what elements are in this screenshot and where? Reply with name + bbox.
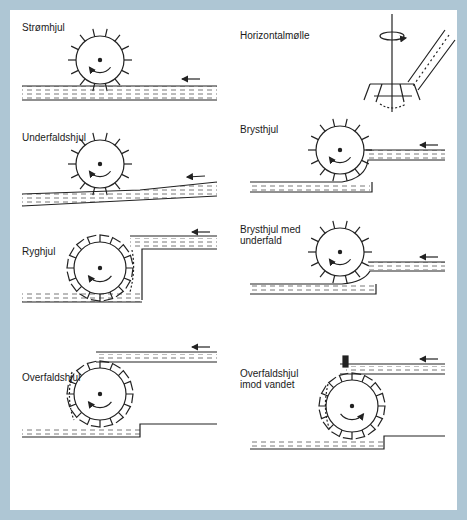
wheel-type-label: Overfaldshjul — [22, 372, 102, 383]
water-wheel — [308, 221, 372, 283]
wheel-type-label: Brysthjul med underfald — [240, 224, 302, 246]
wheel-type-label: Brysthjul — [240, 124, 310, 135]
wheel-type-label: Strømhjul — [22, 22, 102, 33]
water-wheel — [67, 361, 133, 427]
water-wheel — [67, 235, 133, 301]
water-wheel — [319, 373, 385, 439]
water-wheel — [308, 119, 372, 181]
water-wheel — [68, 29, 132, 91]
wheel-type-label: Ryghjul — [22, 246, 82, 257]
wheel-type-label: Overfaldshjul imod vandet — [240, 368, 314, 390]
wheel-type-label: Underfaldshjul — [22, 132, 102, 143]
wheel-type-label: Horizontalmølle — [240, 30, 330, 41]
